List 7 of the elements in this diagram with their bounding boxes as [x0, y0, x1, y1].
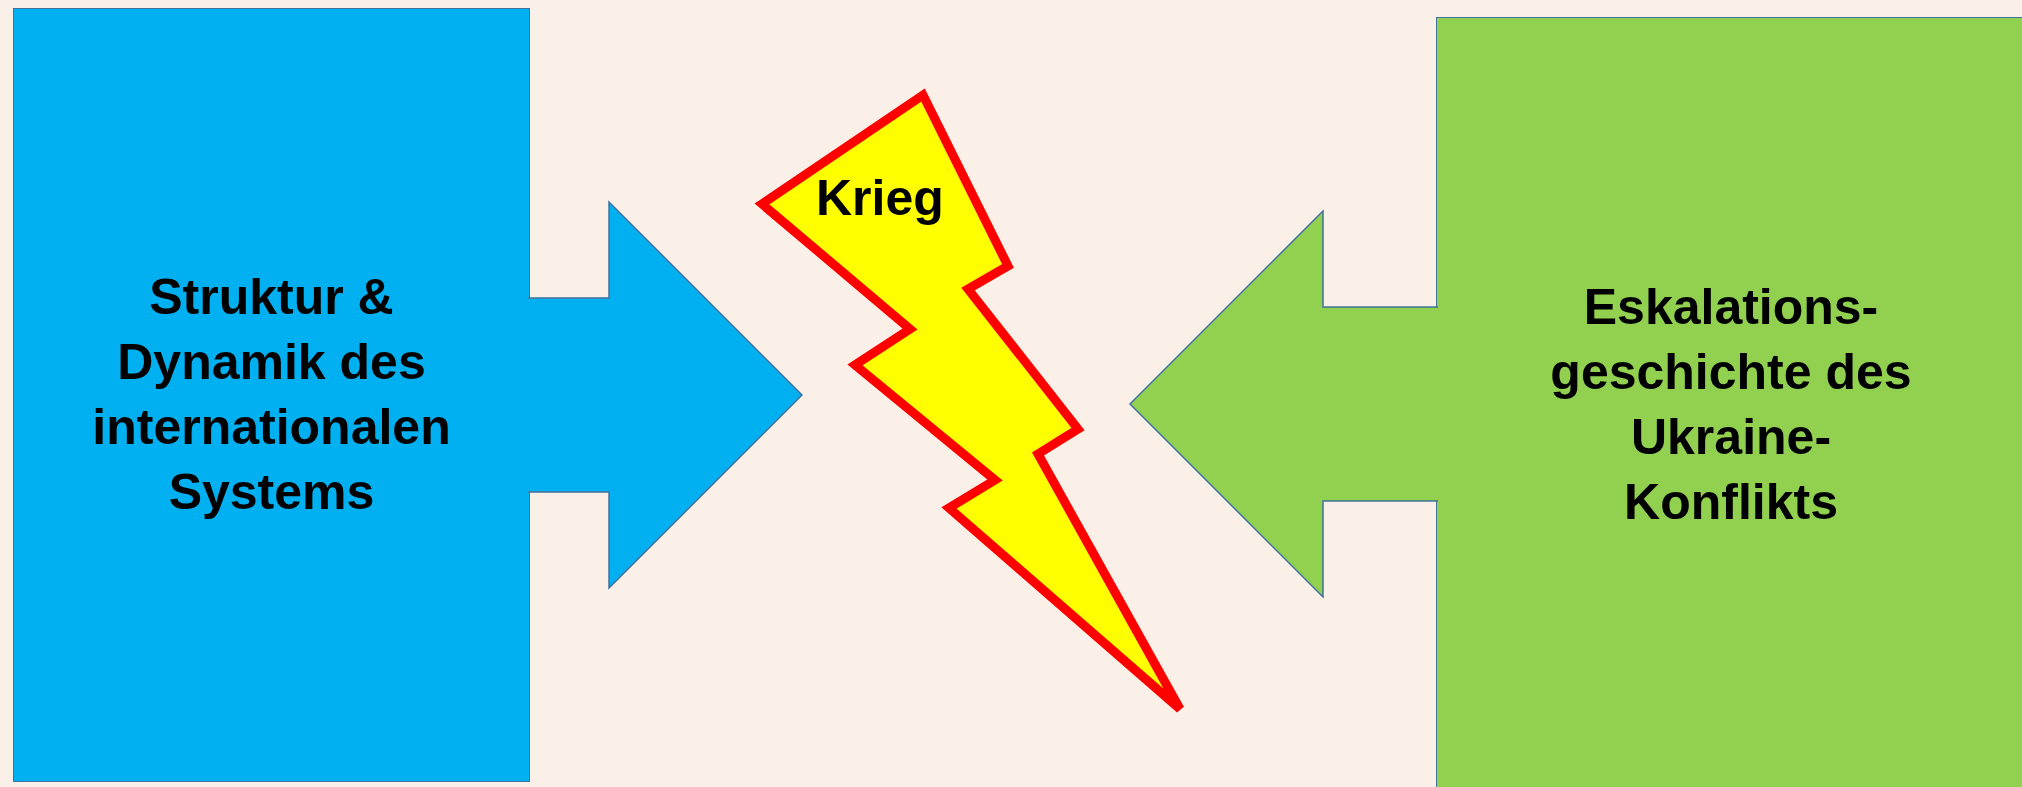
block-arrow: [527, 200, 804, 590]
process-box: [1436, 17, 2022, 787]
block-arrow: [1128, 209, 1439, 599]
bolt-label: Krieg: [816, 169, 944, 227]
box-label: Struktur & Dynamik des internationalen Systems: [91, 268, 452, 522]
process-box: [13, 8, 530, 782]
box-label: Eskalations- geschichte des Ukraine- Konflikts: [1549, 277, 1913, 532]
